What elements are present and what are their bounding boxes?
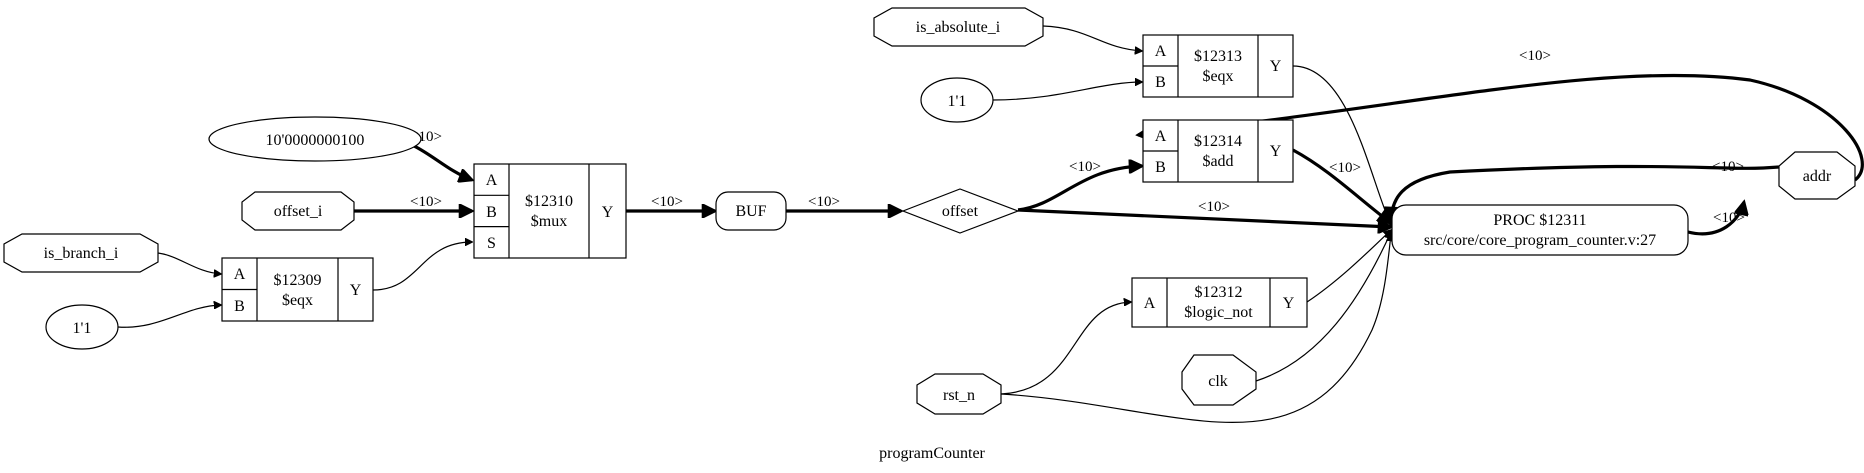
svg-text:$12312: $12312 bbox=[1195, 284, 1243, 301]
const-1-node: 1'1 bbox=[45, 304, 119, 350]
cell-12312-logic-not: A $12312 $logic_not Y bbox=[1131, 277, 1308, 328]
edge-const1b-to-eqx-b bbox=[992, 82, 1142, 101]
edge-proc-to-addr bbox=[1687, 202, 1744, 236]
svg-text:src/core/core_program_counter.: src/core/core_program_counter.v:27 bbox=[1424, 232, 1656, 249]
buf-node: BUF bbox=[715, 191, 787, 231]
svg-text:$add: $add bbox=[1202, 153, 1233, 170]
svg-text:is_branch_i: is_branch_i bbox=[44, 245, 119, 262]
offset-node: offset bbox=[901, 188, 1020, 234]
bus-label: <10> bbox=[1712, 159, 1744, 175]
svg-text:PROC $12311: PROC $12311 bbox=[1493, 212, 1586, 229]
edge-add-to-proc bbox=[1292, 148, 1391, 223]
svg-text:$12309: $12309 bbox=[274, 272, 322, 289]
svg-text:Y: Y bbox=[350, 282, 362, 299]
bus-label: <10> bbox=[410, 194, 442, 210]
is-branch-i-port: is_branch_i bbox=[3, 233, 159, 273]
edge-addr-to-proc bbox=[1391, 164, 1780, 220]
edge-const1-to-eqx-b bbox=[117, 305, 221, 328]
cell-12313-eqx: A B $12313 $eqx Y bbox=[1142, 34, 1294, 98]
cell-12309-eqx: A B $12309 $eqx Y bbox=[221, 257, 374, 322]
svg-text:10'0000000100: 10'0000000100 bbox=[266, 132, 365, 149]
edge-offset-to-add-b bbox=[1017, 166, 1142, 212]
bus-label: <10> bbox=[808, 194, 840, 210]
svg-text:$logic_not: $logic_not bbox=[1184, 304, 1253, 321]
svg-text:A: A bbox=[234, 266, 246, 283]
svg-text:$12310: $12310 bbox=[525, 193, 573, 210]
svg-text:$mux: $mux bbox=[531, 213, 567, 230]
svg-text:B: B bbox=[234, 298, 245, 315]
svg-text:Y: Y bbox=[602, 204, 614, 221]
svg-text:A: A bbox=[486, 172, 498, 189]
svg-text:B: B bbox=[1155, 74, 1166, 91]
svg-text:S: S bbox=[487, 235, 496, 252]
diagram-title: programCounter bbox=[879, 445, 985, 462]
svg-text:$eqx: $eqx bbox=[1202, 68, 1233, 85]
edge-is-absolute-to-eqx-a bbox=[1042, 25, 1142, 51]
svg-text:is_absolute_i: is_absolute_i bbox=[916, 19, 1001, 36]
const-1-node: 1'1 bbox=[920, 77, 994, 123]
proc-12311-node: PROC $12311 src/core/core_program_counte… bbox=[1391, 204, 1689, 256]
svg-text:Y: Y bbox=[1270, 58, 1282, 75]
svg-text:$12314: $12314 bbox=[1194, 133, 1242, 150]
edge-addr-to-add-a bbox=[1138, 73, 1864, 182]
is-absolute-i-port: is_absolute_i bbox=[873, 7, 1044, 47]
svg-text:offset: offset bbox=[942, 203, 979, 220]
svg-text:$12313: $12313 bbox=[1194, 48, 1242, 65]
svg-text:clk: clk bbox=[1208, 373, 1228, 390]
edge-rstn-to-lognot-a bbox=[1000, 302, 1131, 395]
bus-label: <10> bbox=[1713, 210, 1745, 226]
bus-label: <10> bbox=[1198, 199, 1230, 215]
clk-port: clk bbox=[1181, 354, 1257, 406]
edge-rstn-to-proc bbox=[1000, 234, 1391, 424]
edge-clk-to-proc bbox=[1255, 232, 1391, 382]
rst-n-port: rst_n bbox=[916, 373, 1002, 415]
cell-12310-mux: A B S $12310 $mux Y bbox=[473, 163, 627, 259]
svg-text:A: A bbox=[1155, 128, 1167, 145]
svg-text:rst_n: rst_n bbox=[943, 387, 975, 404]
svg-text:offset_i: offset_i bbox=[274, 203, 323, 220]
svg-text:BUF: BUF bbox=[735, 203, 766, 220]
bus-label: <10> bbox=[1069, 159, 1101, 175]
cell-12314-add: A B $12314 $add Y bbox=[1142, 119, 1294, 183]
edge-eqx2-to-proc bbox=[1292, 65, 1391, 225]
edge-offset-to-proc bbox=[1017, 208, 1391, 227]
edge-is-branch-to-eqx-a bbox=[157, 252, 221, 274]
svg-text:B: B bbox=[486, 204, 497, 221]
svg-text:Y: Y bbox=[1270, 143, 1282, 160]
offset-i-port: offset_i bbox=[241, 191, 355, 231]
bus-label: <10> bbox=[1329, 160, 1361, 176]
svg-text:A: A bbox=[1144, 295, 1156, 312]
svg-text:1'1: 1'1 bbox=[73, 320, 92, 337]
addr-port: addr bbox=[1778, 151, 1856, 200]
svg-text:Y: Y bbox=[1283, 295, 1295, 312]
svg-text:1'1: 1'1 bbox=[948, 93, 967, 110]
edge-eqx-to-mux-s bbox=[372, 242, 472, 291]
svg-text:B: B bbox=[1155, 159, 1166, 176]
const-10bit-node: 10'0000000100 bbox=[208, 116, 422, 162]
bus-label: <10> bbox=[651, 194, 683, 210]
svg-text:addr: addr bbox=[1803, 168, 1832, 185]
svg-text:$eqx: $eqx bbox=[282, 292, 313, 309]
svg-text:A: A bbox=[1155, 43, 1167, 60]
bus-label: <10> bbox=[1519, 48, 1551, 64]
edge-lognot-to-proc bbox=[1306, 230, 1391, 303]
